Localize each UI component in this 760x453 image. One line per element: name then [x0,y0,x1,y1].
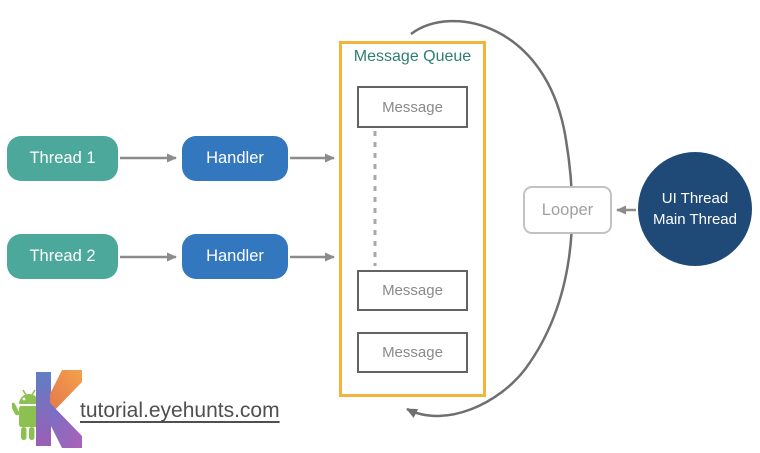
node-handler-1: Handler [182,136,288,181]
kotlin-logo-icon [12,370,82,448]
thread-1-label: Thread 1 [29,149,96,167]
thread-2-label: Thread 2 [29,247,96,265]
node-thread-1: Thread 1 [7,136,118,181]
node-looper: Looper [523,186,612,234]
message-queue-box [339,41,486,397]
message-item-2: Message [357,270,468,311]
site-link[interactable]: tutorial.eyehunts.com [80,399,280,422]
message-queue-title: Message Queue [353,48,472,65]
main-thread-line1: UI Thread [661,190,729,207]
message-3-label: Message [382,344,443,361]
message-2-label: Message [382,282,443,299]
android-robot-icon [12,389,39,440]
kotlin-k-icon [36,370,82,448]
handler-1-label: Handler [206,149,264,167]
node-main-thread: UI Thread Main Thread [638,152,752,266]
main-thread-line2: Main Thread [653,211,737,228]
node-thread-2: Thread 2 [7,234,118,279]
node-handler-2: Handler [182,234,288,279]
message-item-1: Message [357,86,468,128]
message-item-3: Message [357,332,468,373]
message-1-label: Message [382,98,443,116]
handler-2-label: Handler [206,247,264,265]
looper-label: Looper [541,200,594,219]
